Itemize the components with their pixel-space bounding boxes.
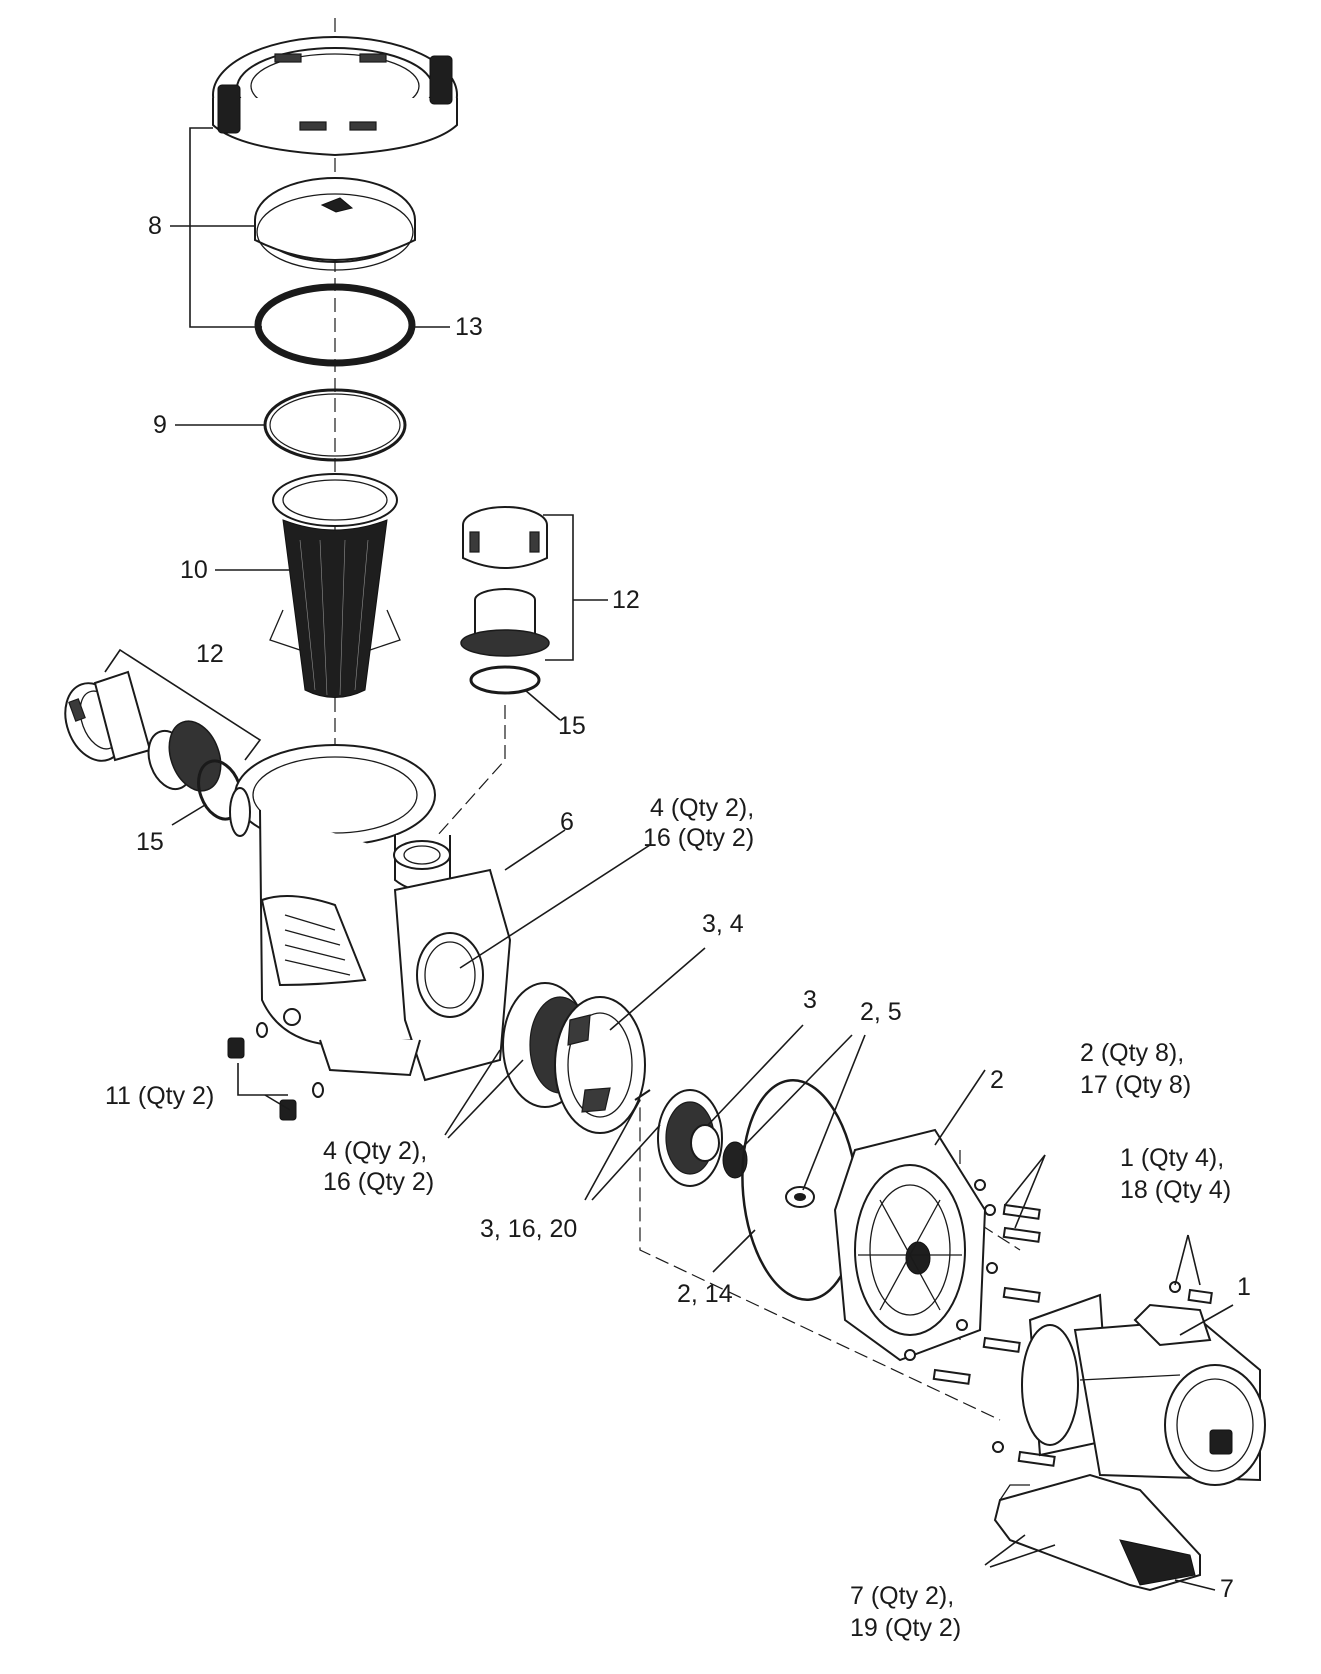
callout-3: 3	[803, 986, 817, 1014]
lid-lock-ring	[212, 36, 458, 157]
strainer-lid	[254, 177, 416, 271]
diffuser	[502, 982, 646, 1134]
callout-15-right: 15	[558, 712, 586, 740]
motor	[1021, 1293, 1266, 1486]
callout-3-16-20: 3, 16, 20	[480, 1215, 578, 1243]
callout-4-16-top-line2: 16 (Qty 2)	[643, 824, 755, 852]
callout-7-19-line1: 7 (Qty 2),	[850, 1582, 955, 1610]
callout-10: 10	[180, 556, 208, 584]
callout-13: 13	[455, 313, 483, 341]
seal-plate-o-ring	[741, 1079, 859, 1301]
callout-12-left: 12	[196, 640, 224, 668]
callout-2: 2	[990, 1066, 1004, 1094]
callout-12-right: 12	[612, 586, 640, 614]
union-fitting-left	[64, 670, 243, 821]
callout-2-14: 2, 14	[677, 1280, 733, 1308]
strainer-basket	[269, 473, 401, 698]
callout-2-17-line1: 2 (Qty 8),	[1080, 1039, 1185, 1067]
callout-1-18-line1: 1 (Qty 4),	[1120, 1144, 1225, 1172]
drain-plugs	[227, 1022, 324, 1121]
callout-4-16-top-line1: 4 (Qty 2),	[650, 794, 755, 822]
callout-2-5: 2, 5	[860, 998, 902, 1026]
lid-o-ring	[254, 283, 416, 367]
bolts	[904, 1179, 1213, 1467]
union-fitting-right	[460, 506, 550, 695]
motor-support-base	[993, 1473, 1201, 1592]
leader-lines	[104, 127, 1234, 1591]
callout-3-4: 3, 4	[702, 910, 744, 938]
impeller	[634, 1089, 748, 1187]
callout-1-18-line2: 18 (Qty 4)	[1120, 1176, 1232, 1204]
callout-7-19-line2: 19 (Qty 2)	[850, 1614, 962, 1642]
callout-2-17-line2: 17 (Qty 8)	[1080, 1071, 1192, 1099]
callout-4-16-bottom-line1: 4 (Qty 2),	[323, 1137, 428, 1165]
seal-plate	[833, 1128, 987, 1362]
callout-4-16-bottom-line2: 16 (Qty 2)	[323, 1168, 435, 1196]
callout-6: 6	[560, 808, 574, 836]
callout-7: 7	[1220, 1575, 1234, 1603]
callout-11: 11 (Qty 2)	[105, 1082, 215, 1110]
pump-housing	[229, 744, 512, 1082]
callout-1: 1	[1237, 1273, 1251, 1301]
callout-9: 9	[153, 411, 167, 439]
callout-15-left: 15	[136, 828, 164, 856]
callout-8: 8	[148, 212, 162, 240]
